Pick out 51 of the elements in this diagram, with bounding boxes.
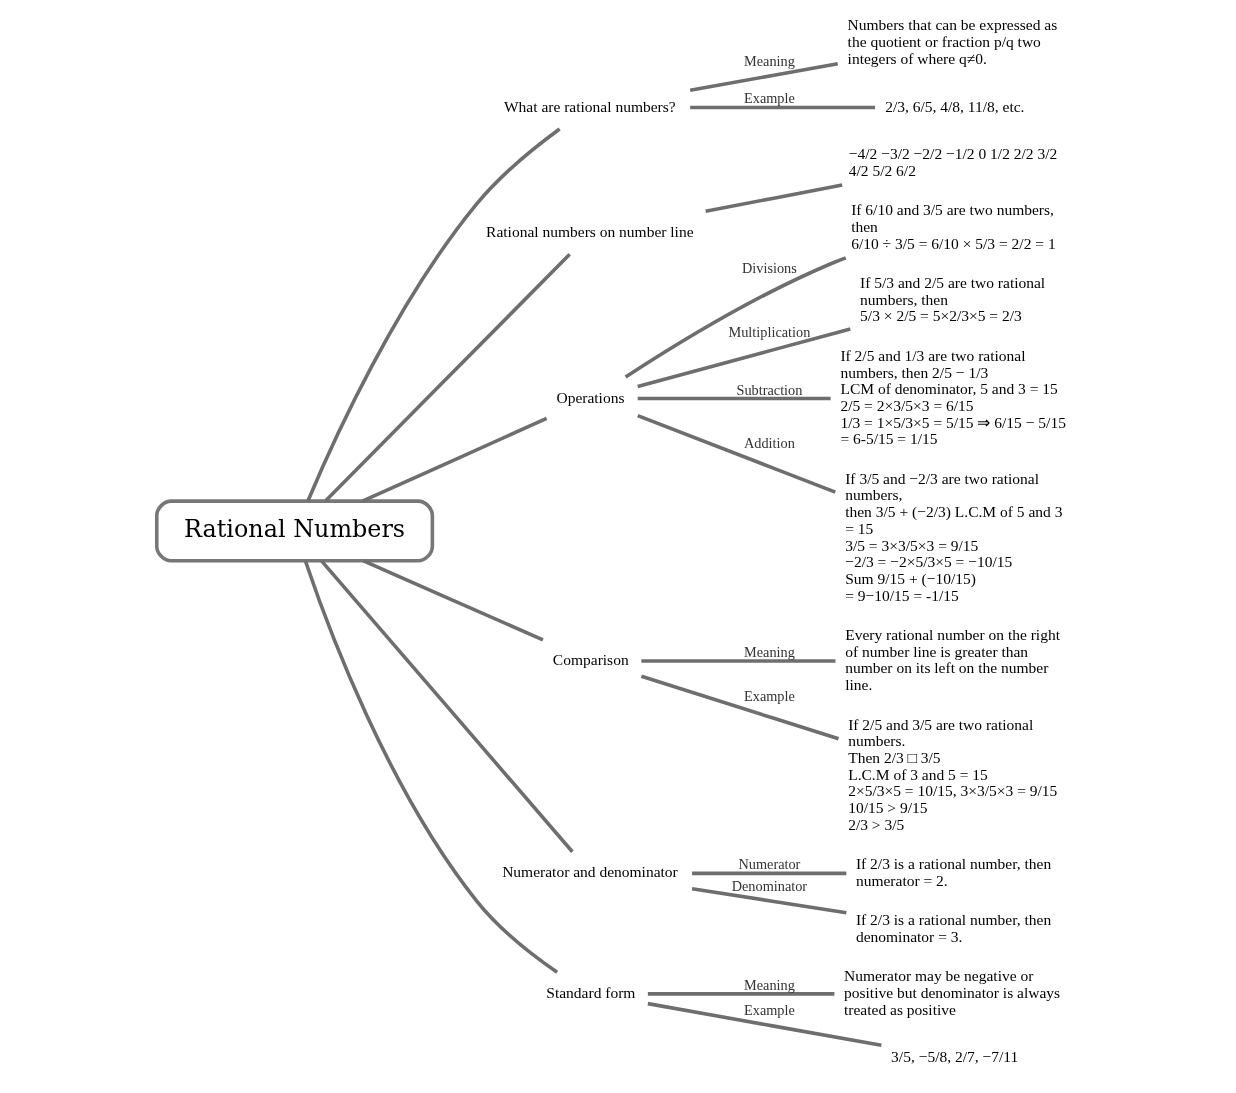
- node-text: Standard form: [545, 983, 635, 1001]
- connector: [624, 256, 846, 379]
- connector: [640, 659, 835, 663]
- connector: [362, 559, 544, 642]
- node-text: Every rational number on the right of number line is greater than number on its left on the number line.: [844, 626, 1060, 694]
- node-box: Rational Numbers: [154, 499, 434, 563]
- edge-label: Addition: [743, 435, 795, 452]
- edge-label: Subtraction: [735, 381, 802, 398]
- node-text: Numerator may be negative or positive but denominator is always treated as positive: [843, 967, 1060, 1018]
- edge-label: Example: [743, 688, 795, 705]
- node-text: Rational numbers on number line: [485, 222, 694, 240]
- node-text: If 3/5 and −2/3 are two rational numbers, then 3/5 + (−2/3) L.C.M of 5 and 3 = 15 3/5 = 3×3/5×3 = 9/15 −2/3 = −2×5/3×5 = −10/15 Sum 9/15 + (−10/15) = 9−10/15 = -1/15: [844, 469, 1062, 604]
- connector: [647, 992, 834, 996]
- node-text: Numbers that can be expressed as the quotient or fraction p/q two integers of where q≠0.: [847, 16, 1057, 67]
- connector: [636, 327, 851, 389]
- node-text: If 2/3 is a rational number, then numerator = 2.: [855, 855, 1051, 889]
- node-text: If 2/3 is a rational number, then denominator = 3.: [855, 911, 1051, 945]
- node-text: −4/2 −3/2 −2/2 −1/2 0 1/2 2/2 3/2 4/2 5/2 6/2: [848, 145, 1057, 179]
- connector: [323, 253, 571, 502]
- node-text: If 6/10 and 3/5 are two numbers, then 6/10 ÷ 3/5 = 6/10 × 5/3 = 2/2 = 1: [850, 201, 1056, 252]
- connector: [689, 62, 838, 92]
- node-text: If 2/5 and 3/5 are two rational numbers. Then 2/3 □ 3/5 L.C.M of 3 and 5 = 15 2×5/3×5 = 10/15, 3×3/5×3 = 9/15 10/15 > 9/15 2/3 > 3/5: [847, 715, 1057, 833]
- node-text: 2/3, 6/5, 4/8, 11/8, etc.: [884, 97, 1024, 115]
- edge-label: Divisions: [741, 259, 797, 276]
- connector: [637, 396, 831, 401]
- edge-label: Meaning: [743, 53, 795, 70]
- edge-label: Example: [743, 90, 795, 107]
- connector: [361, 416, 547, 503]
- edge-label: Numerator: [737, 856, 800, 873]
- edge-label: Multiplication: [728, 324, 810, 341]
- edge-label: Denominator: [731, 877, 807, 894]
- connector: [691, 871, 846, 876]
- edge-label: Example: [743, 1001, 795, 1018]
- edge-label: Meaning: [743, 643, 795, 660]
- connector: [640, 674, 839, 741]
- node-text: Numerator and denominator: [501, 863, 678, 881]
- node-text: What are rational numbers?: [503, 97, 676, 115]
- connector: [704, 183, 843, 213]
- node-text: Operations: [555, 388, 624, 406]
- edge-label: Meaning: [743, 976, 795, 993]
- node-text: Comparison: [552, 651, 629, 669]
- node-text: If 2/5 and 1/3 are two rational numbers, then 2/5 − 1/3 LCM of denominator, 5 and 3 = 15 2/5 = 2×3/5×3 = 6/15 1/3 = 1×5/3×5 = 5/15 ⇒ 6/15 − 5/15 = 6-5/15 = 1/15: [839, 346, 1066, 448]
- node-text: If 5/3 and 2/5 are two rational numbers, then 5/3 × 2/5 = 5×2/3×5 = 2/3: [859, 274, 1045, 325]
- connector: [691, 886, 847, 915]
- connector: [319, 559, 574, 853]
- connector: [636, 414, 836, 494]
- node-text: 3/5, −5/8, 2/7, −7/11: [890, 1048, 1018, 1066]
- connector: [305, 127, 561, 502]
- connector: [689, 105, 875, 110]
- connector: [647, 1001, 882, 1048]
- connector: [303, 560, 558, 974]
